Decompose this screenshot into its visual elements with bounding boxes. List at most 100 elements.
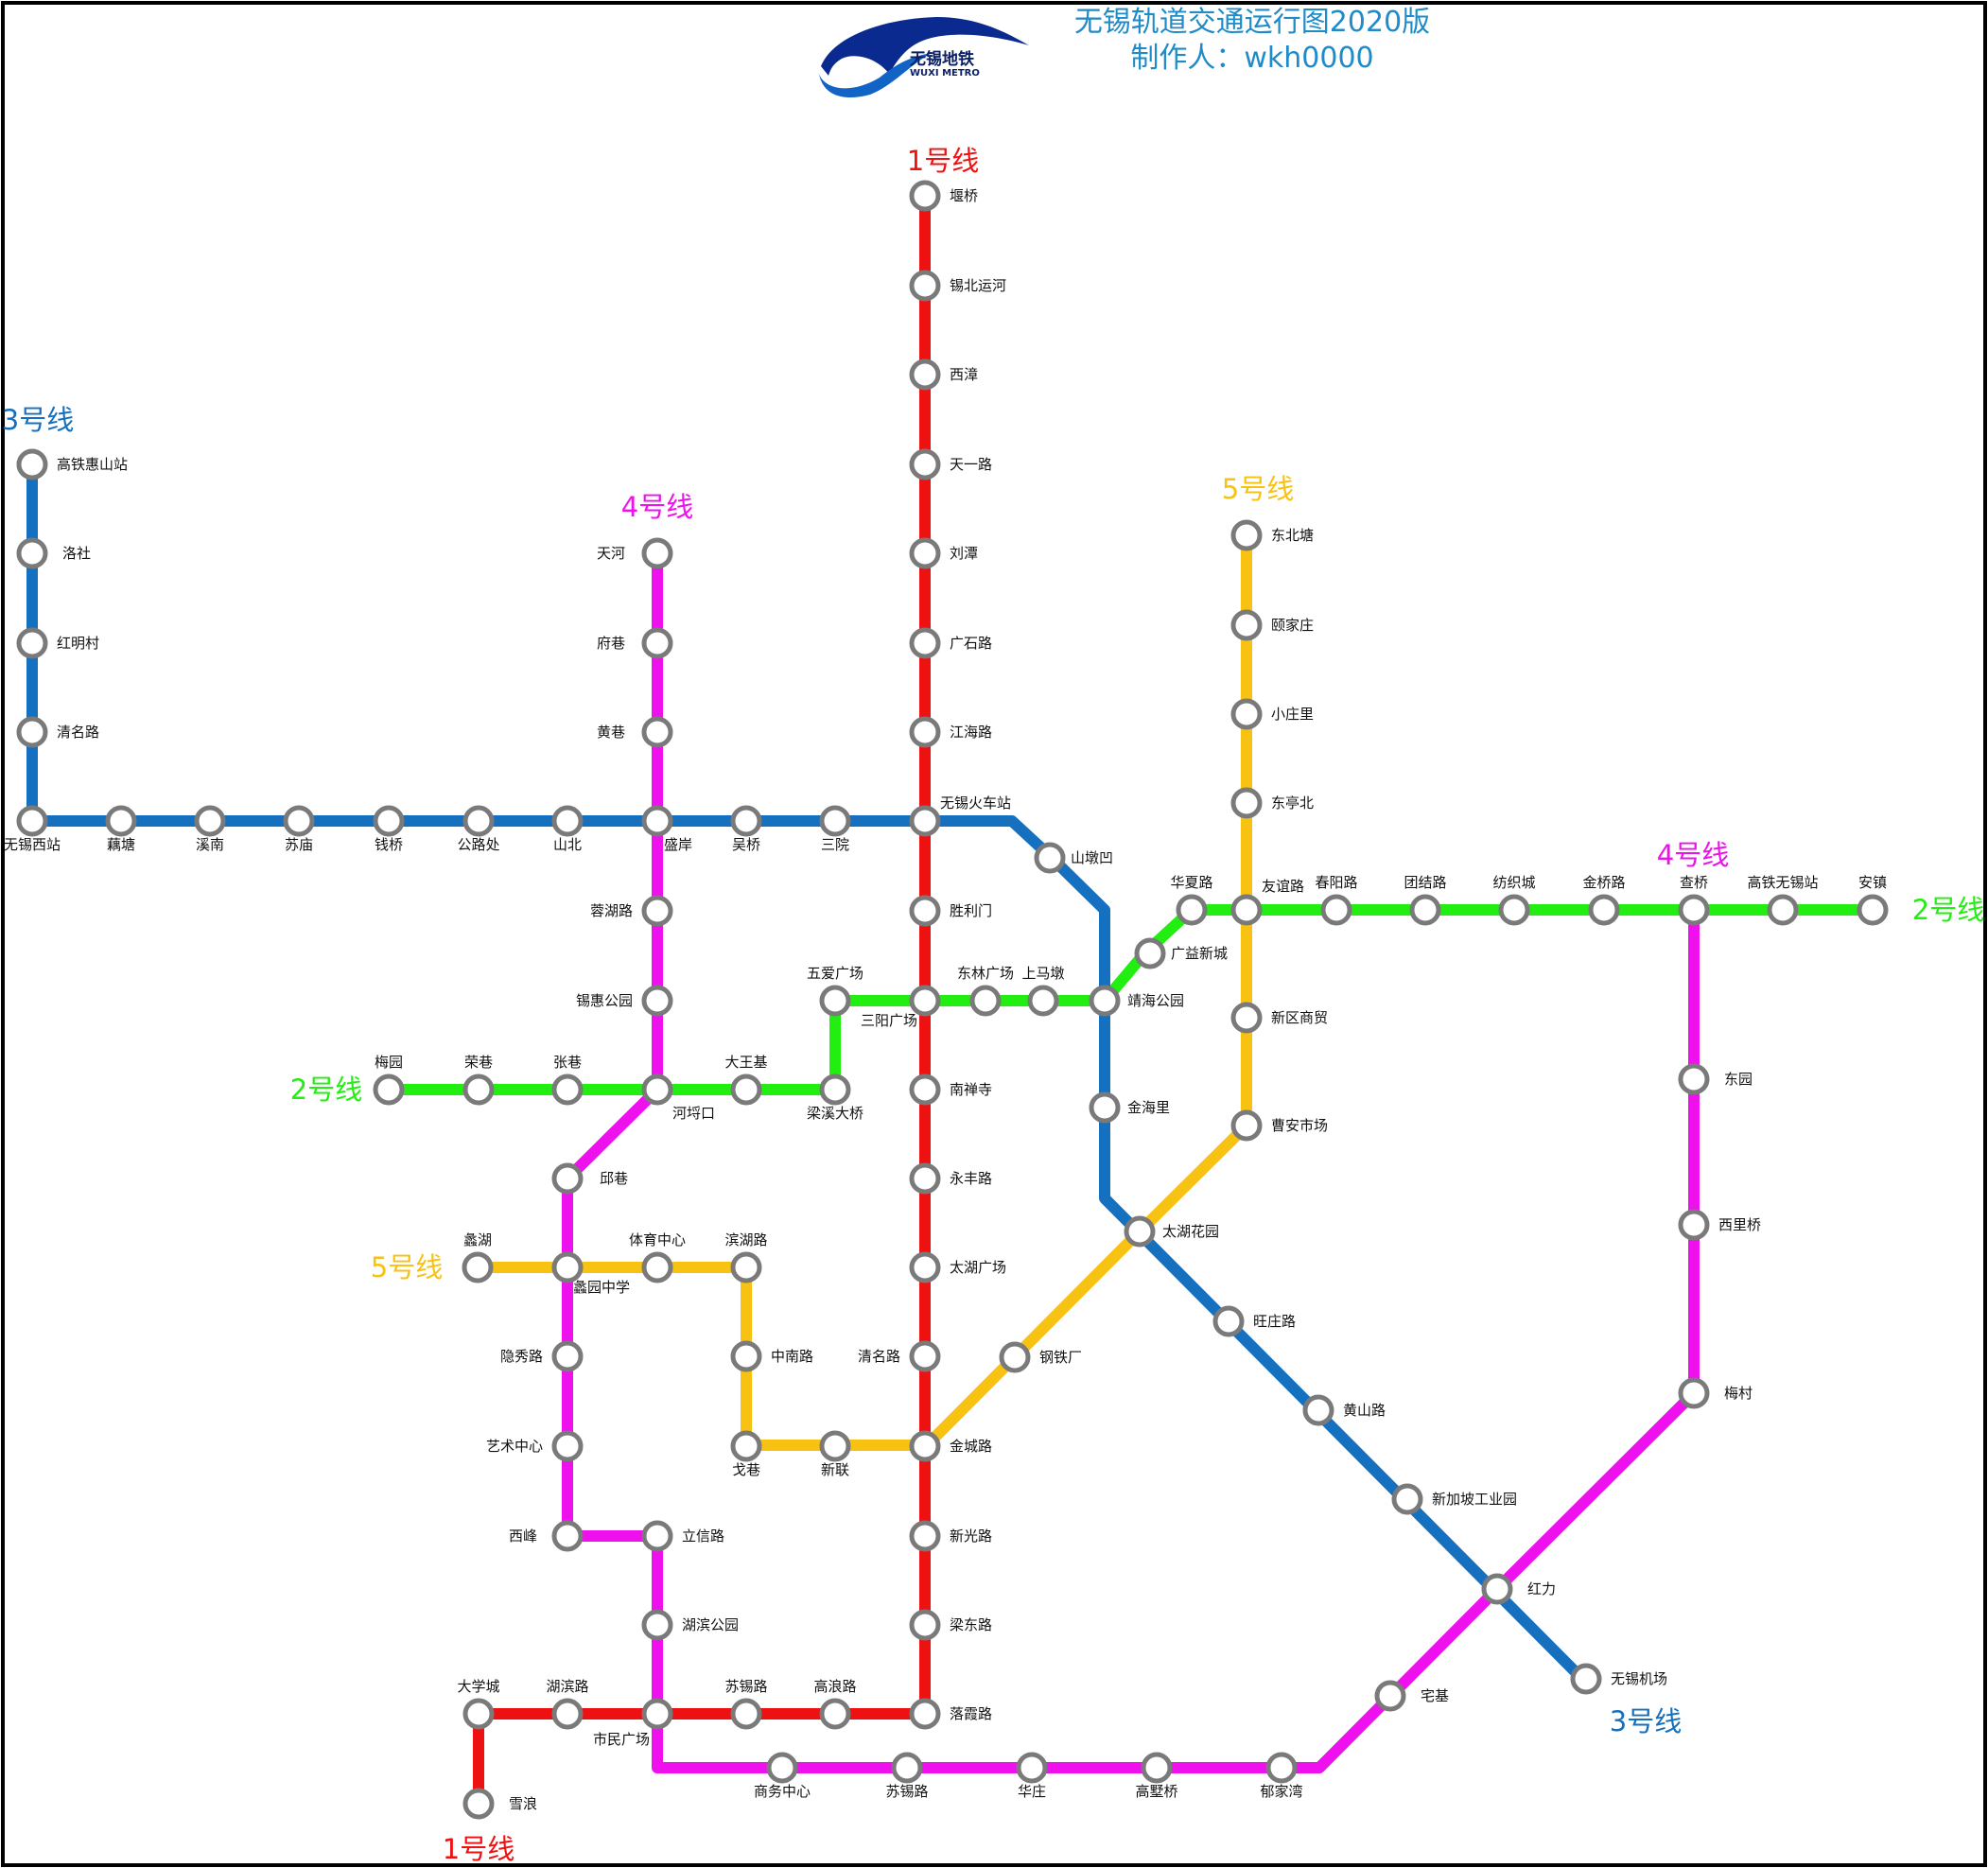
station-marker[interactable] [462, 1788, 495, 1820]
station-marker[interactable] [1230, 1002, 1263, 1034]
station-marker[interactable] [909, 270, 941, 302]
station-marker[interactable] [1320, 894, 1352, 926]
station-marker[interactable] [909, 1074, 941, 1106]
station-marker[interactable] [16, 537, 48, 569]
station-marker[interactable] [641, 1074, 673, 1106]
station-marker[interactable] [551, 1251, 584, 1283]
station-marker[interactable] [641, 537, 673, 569]
station-marker[interactable] [909, 1609, 941, 1641]
station-marker[interactable] [194, 805, 226, 837]
station-marker[interactable] [1767, 894, 1799, 926]
station-marker[interactable] [909, 716, 941, 748]
station-marker[interactable] [462, 805, 495, 837]
station-marker[interactable] [1678, 1377, 1710, 1409]
station-marker[interactable] [909, 1698, 941, 1730]
station-marker[interactable] [1678, 1063, 1710, 1095]
station-marker[interactable] [1141, 1752, 1173, 1784]
station-marker[interactable] [909, 537, 941, 569]
station-marker[interactable] [283, 805, 315, 837]
station-marker[interactable] [1230, 609, 1263, 641]
station-marker[interactable] [641, 1609, 673, 1641]
station-marker[interactable] [730, 1430, 762, 1462]
station-marker[interactable] [16, 716, 48, 748]
station-marker[interactable] [551, 1520, 584, 1552]
station-marker[interactable] [819, 985, 851, 1017]
station-marker[interactable] [969, 985, 1002, 1017]
station-marker[interactable] [1481, 1573, 1513, 1605]
station-marker[interactable] [1588, 894, 1620, 926]
station-marker[interactable] [462, 1251, 494, 1283]
station-marker[interactable] [641, 895, 673, 927]
station-marker[interactable] [909, 1251, 941, 1283]
station-marker[interactable] [909, 1430, 941, 1462]
station-marker[interactable] [641, 1698, 673, 1730]
station-marker[interactable] [16, 805, 48, 837]
station-marker[interactable] [1230, 787, 1263, 819]
station-marker[interactable] [766, 1752, 798, 1784]
station-marker[interactable] [641, 985, 673, 1017]
station-marker[interactable] [1034, 842, 1066, 874]
station-marker[interactable] [1498, 894, 1530, 926]
station-marker[interactable] [909, 358, 941, 391]
station-marker[interactable] [819, 805, 851, 837]
station-marker[interactable] [730, 805, 762, 837]
station-marker[interactable] [909, 895, 941, 927]
station-marker[interactable] [551, 1340, 584, 1372]
station-marker[interactable] [551, 1698, 584, 1730]
station-marker[interactable] [1678, 894, 1710, 926]
station-marker[interactable] [462, 1698, 495, 1730]
station-marker[interactable] [1570, 1663, 1602, 1695]
station-marker[interactable] [819, 1430, 851, 1462]
station-marker[interactable] [1409, 894, 1441, 926]
station-marker[interactable] [730, 1251, 762, 1283]
station-marker[interactable] [909, 180, 941, 212]
station-marker[interactable] [1176, 894, 1208, 926]
station-marker[interactable] [1089, 1091, 1121, 1124]
station-marker[interactable] [819, 1698, 851, 1730]
station-marker[interactable] [1230, 698, 1263, 730]
station-marker[interactable] [730, 1074, 762, 1106]
station-marker[interactable] [551, 1162, 584, 1195]
station-marker[interactable] [641, 627, 673, 659]
station-marker[interactable] [641, 1251, 673, 1283]
station-marker[interactable] [641, 716, 673, 748]
station-marker[interactable] [1230, 1109, 1263, 1142]
station-marker[interactable] [891, 1752, 923, 1784]
station-marker[interactable] [1302, 1394, 1334, 1426]
station-marker[interactable] [373, 1074, 405, 1106]
station-marker[interactable] [1134, 937, 1166, 969]
station-marker[interactable] [1230, 894, 1263, 926]
station-marker[interactable] [909, 448, 941, 480]
station-marker[interactable] [1230, 519, 1263, 551]
station-marker[interactable] [1265, 1752, 1298, 1784]
station-marker[interactable] [16, 627, 48, 659]
station-marker[interactable] [909, 985, 941, 1017]
station-marker[interactable] [1089, 985, 1121, 1017]
station-marker[interactable] [909, 627, 941, 659]
station-marker[interactable] [909, 1162, 941, 1195]
station-marker[interactable] [909, 1520, 941, 1552]
station-marker[interactable] [1857, 894, 1889, 926]
station-marker[interactable] [909, 805, 941, 837]
station-marker[interactable] [730, 1340, 762, 1372]
station-marker[interactable] [551, 1430, 584, 1462]
station-marker[interactable] [641, 1520, 673, 1552]
station-marker[interactable] [1678, 1209, 1710, 1241]
station-marker[interactable] [1212, 1305, 1245, 1337]
station-marker[interactable] [462, 1074, 495, 1106]
station-marker[interactable] [1016, 1752, 1048, 1784]
station-marker[interactable] [16, 448, 48, 480]
station-marker[interactable] [1391, 1483, 1423, 1515]
station-marker[interactable] [551, 1074, 584, 1106]
station-marker[interactable] [1124, 1215, 1156, 1248]
station-marker[interactable] [1374, 1680, 1406, 1712]
station-marker[interactable] [551, 805, 584, 837]
station-marker[interactable] [1027, 985, 1059, 1017]
station-marker[interactable] [105, 805, 137, 837]
station-marker[interactable] [641, 805, 673, 837]
station-marker[interactable] [730, 1698, 762, 1730]
station-marker[interactable] [909, 1340, 941, 1372]
station-marker[interactable] [373, 805, 405, 837]
station-marker[interactable] [999, 1341, 1031, 1373]
station-marker[interactable] [819, 1074, 851, 1106]
